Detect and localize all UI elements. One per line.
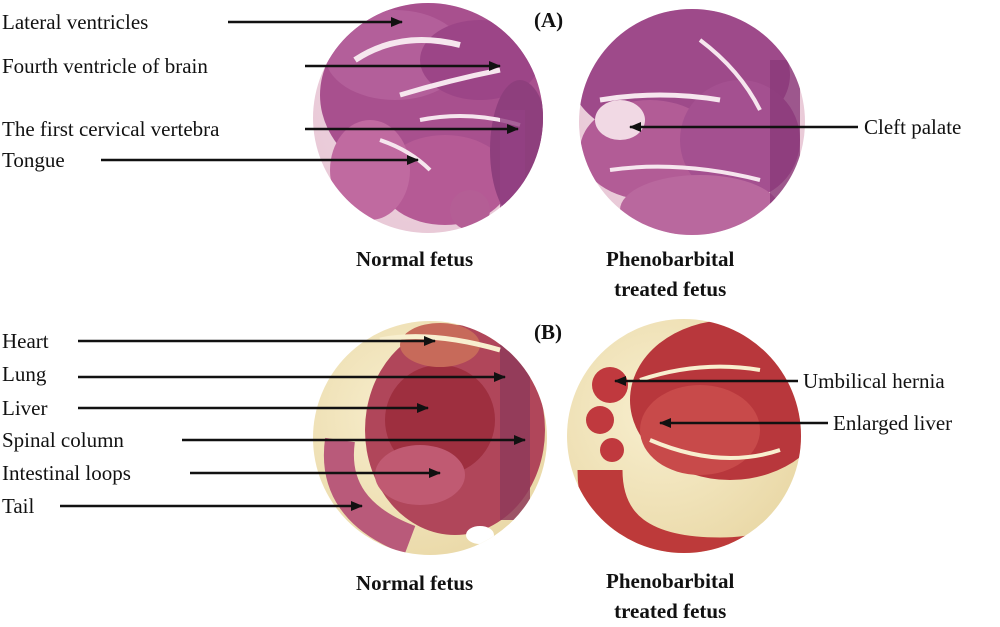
panel-a-title: (A): [534, 8, 564, 32]
label-spinal-column: Spinal column: [2, 428, 124, 452]
panel-b-title: (B): [534, 320, 562, 344]
label-tail: Tail: [2, 494, 35, 518]
label-heart: Heart: [2, 329, 49, 353]
caption-treated-fetus-b: Phenobarbital treated fetus: [606, 566, 734, 627]
caption-treated-fetus-a: Phenobarbital treated fetus: [606, 244, 734, 305]
label-lung: Lung: [2, 362, 47, 386]
label-lateral-ventricles: Lateral ventricles: [2, 10, 149, 34]
label-intestinal-loops: Intestinal loops: [2, 461, 131, 485]
micrograph-treated-fetus-b: [567, 319, 801, 553]
micrograph-normal-fetus-b: [313, 321, 547, 555]
caption-treated-line1: Phenobarbital: [606, 247, 735, 271]
arrows-panel-a: [101, 17, 858, 165]
micrograph-treated-fetus-a: [579, 9, 805, 235]
caption-treated-line2: treated fetus: [614, 277, 727, 302]
arrows-panel-b: [60, 336, 828, 511]
label-fourth-ventricle: Fourth ventricle of brain: [2, 54, 208, 78]
caption-normal-fetus-b: Normal fetus: [356, 571, 474, 595]
label-cleft-palate: Cleft palate: [864, 115, 962, 139]
micrograph-normal-fetus-a: [313, 3, 543, 233]
label-first-cervical-vertebra: The first cervical vertebra: [2, 117, 220, 141]
label-umbilical-hernia: Umbilical hernia: [803, 369, 945, 393]
caption-normal-fetus-a: Normal fetus: [356, 247, 474, 271]
caption-treated-line1: Phenobarbital: [606, 569, 735, 593]
label-enlarged-liver: Enlarged liver: [833, 411, 953, 435]
caption-treated-line2: treated fetus: [614, 599, 727, 624]
label-tongue: Tongue: [2, 148, 65, 172]
label-liver: Liver: [2, 396, 48, 420]
